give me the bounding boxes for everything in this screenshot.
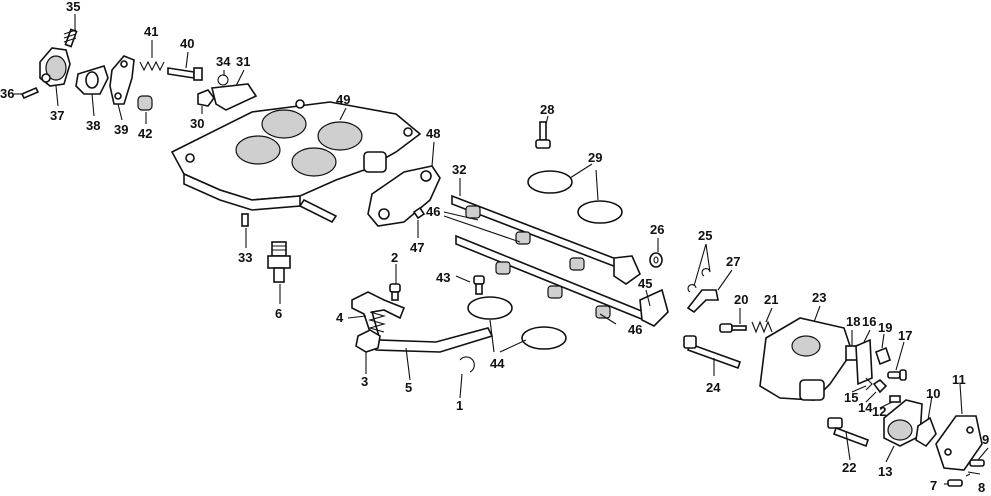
callout-29: 29 — [588, 150, 602, 165]
part-17-screw — [887, 369, 907, 381]
callout-34: 34 — [216, 54, 231, 69]
part-11-cover — [935, 415, 983, 471]
part-44-throttle-plate-b — [521, 326, 567, 350]
part-35-screw — [63, 28, 78, 48]
callout-31: 31 — [236, 54, 250, 69]
callout-28: 28 — [540, 102, 554, 117]
callout-1: 1 — [456, 398, 463, 413]
callout-47: 47 — [410, 240, 424, 255]
part-26-washer — [649, 252, 663, 268]
callout-40: 40 — [180, 36, 194, 51]
callout-4: 4 — [336, 310, 344, 325]
part-29-throttle-plate-a — [527, 170, 573, 194]
part-41-spring — [139, 60, 165, 72]
callout-11: 11 — [952, 372, 966, 387]
part-7-screw — [947, 479, 963, 487]
part-44-throttle-plate-a — [467, 296, 513, 320]
callout-43: 43 — [436, 270, 450, 285]
callout-26: 26 — [650, 222, 664, 237]
part-9-screw — [969, 459, 985, 467]
part-3-nut — [355, 329, 381, 353]
callout-46-upper: 46 — [426, 204, 440, 219]
callout-10: 10 — [926, 386, 940, 401]
part-23-housing — [759, 317, 853, 401]
callout-45: 45 — [638, 276, 652, 291]
callout-32: 32 — [452, 162, 466, 177]
callout-37: 37 — [50, 108, 64, 123]
callout-42: 42 — [138, 126, 152, 141]
part-25-clips — [687, 268, 711, 293]
part-6-fitting — [267, 241, 291, 283]
callout-20: 20 — [734, 292, 748, 307]
part-12-pin — [889, 395, 901, 403]
part-4-spring — [367, 311, 387, 333]
part-22-screw — [827, 417, 870, 448]
callout-3: 3 — [361, 374, 368, 389]
callout-2: 2 — [391, 250, 398, 265]
callout-17: 17 — [898, 328, 912, 343]
callout-21: 21 — [764, 292, 778, 307]
callout-46-lower: 46 — [628, 322, 642, 337]
part-24-rod — [683, 335, 742, 370]
callout-19: 19 — [878, 320, 892, 335]
part-1-clip — [459, 356, 475, 373]
part-30-nut — [197, 89, 215, 107]
callout-15: 15 — [844, 390, 858, 405]
part-48-plate — [367, 165, 441, 227]
callout-23: 23 — [812, 290, 826, 305]
part-16-bracket — [855, 338, 873, 386]
callout-39: 39 — [114, 122, 128, 137]
callout-48: 48 — [426, 126, 440, 141]
callout-36: 36 — [0, 86, 14, 101]
part-28-screw — [535, 121, 551, 149]
part-36-pin — [20, 86, 40, 100]
part-27-link — [686, 289, 719, 314]
part-20-screw — [719, 323, 747, 333]
part-37-choke-housing — [39, 47, 71, 87]
callout-24: 24 — [706, 380, 721, 395]
part-43-screw — [473, 275, 485, 295]
part-32-throttle-shaft — [451, 194, 641, 285]
callout-25: 25 — [698, 228, 712, 243]
callout-5: 5 — [405, 380, 412, 395]
part-49-throttle-body — [170, 99, 422, 224]
callout-33: 33 — [238, 250, 252, 265]
callout-44: 44 — [490, 356, 505, 371]
part-31-bracket — [211, 83, 258, 111]
part-39-lever — [109, 55, 135, 105]
part-34-clip — [217, 74, 229, 86]
callout-27: 27 — [726, 254, 740, 269]
callout-30: 30 — [190, 116, 204, 131]
part-42-bushing — [137, 95, 153, 111]
part-40-screw — [167, 67, 203, 81]
callout-16: 16 — [862, 314, 876, 329]
part-14-nut — [872, 378, 888, 394]
callout-41: 41 — [144, 24, 158, 39]
part-45-throttle-shaft — [455, 234, 669, 327]
part-2-screw — [389, 283, 401, 301]
callout-35: 35 — [66, 0, 80, 14]
callout-7: 7 — [930, 478, 937, 493]
part-15-spring — [865, 377, 873, 391]
callout-9: 9 — [982, 432, 989, 447]
part-19-lever — [875, 346, 891, 366]
callout-18: 18 — [846, 314, 860, 329]
part-21-spring — [751, 320, 773, 334]
callout-12: 12 — [872, 404, 886, 419]
callout-22: 22 — [842, 460, 856, 475]
part-8-clip — [967, 471, 981, 475]
callout-8: 8 — [978, 480, 985, 495]
part-38-cam — [75, 65, 109, 95]
callout-6: 6 — [275, 306, 282, 321]
callout-13: 13 — [878, 464, 892, 479]
part-33-pin — [241, 213, 249, 227]
part-47-screw — [412, 206, 426, 220]
callout-49: 49 — [336, 92, 350, 107]
callout-14: 14 — [858, 400, 873, 415]
leader-lines — [14, 14, 989, 485]
part-29-throttle-plate-b — [577, 200, 623, 224]
callout-38: 38 — [86, 118, 100, 133]
